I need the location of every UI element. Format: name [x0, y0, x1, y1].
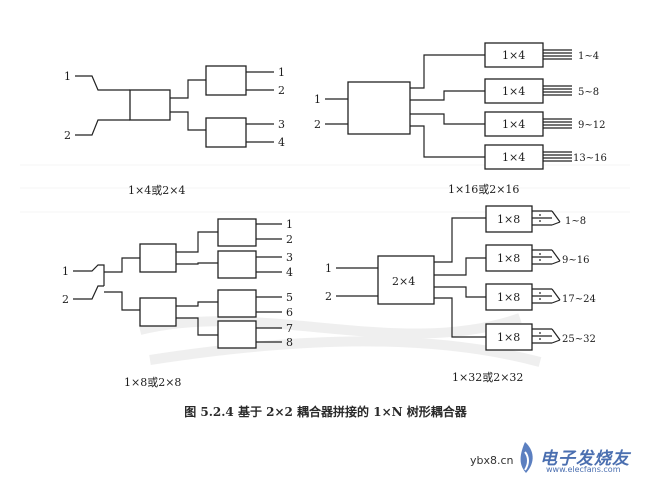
- figure-caption: 图 5.2.4 基于 2×2 耦合器拼接的 1×N 树形耦合器: [184, 405, 467, 419]
- output-range: 9~12: [578, 120, 605, 131]
- panel-label: 1×4或2×4: [128, 184, 185, 197]
- input-label-1: 1: [64, 70, 71, 83]
- splitter-1x4-box: [484, 111, 544, 137]
- coupler-box: [139, 297, 177, 327]
- coupler-box: [139, 243, 177, 273]
- coupler-box: [217, 250, 257, 279]
- input-label-2: 2: [314, 118, 321, 131]
- input-label-1: 1: [62, 265, 69, 278]
- watermark-domain: www.elecfans.com: [546, 465, 621, 474]
- splitter-1x8-box: [485, 283, 533, 311]
- box-label: 1×8: [497, 291, 520, 304]
- splitter-1x8-box: [485, 205, 533, 233]
- coupler-box: [129, 89, 171, 121]
- splitter-1x4-box: [484, 42, 544, 68]
- output-label: 3: [286, 251, 293, 264]
- output-range: 1~4: [578, 51, 599, 62]
- splitter-1x4-box: [484, 78, 544, 104]
- input-label-2: 2: [325, 290, 332, 303]
- output-range: 5~8: [578, 87, 599, 98]
- input-label-2: 2: [64, 129, 71, 142]
- watermark-site: ybx8.cn: [470, 454, 514, 467]
- watermark: ybx8.cn 电子发烧友 www.elecfans.com: [470, 436, 648, 480]
- coupler-2x4-box: [377, 255, 435, 305]
- box-label: 1×8: [497, 252, 520, 265]
- output-range: 1~8: [565, 216, 586, 227]
- splitter-1x4-box: [484, 144, 544, 170]
- box-label: 1×4: [502, 49, 525, 62]
- panel-1x32: 1 2 2×4 1×8 1×8 1×8 1×8 1~8 9~16 17~24 2…: [325, 205, 596, 384]
- background-ghost: [20, 164, 630, 367]
- output-label: 4: [286, 266, 293, 279]
- output-label: 5: [286, 291, 293, 304]
- splitter-1x8-box: [485, 323, 533, 351]
- panel-label: 1×8或2×8: [124, 376, 181, 389]
- box-label: 1×4: [502, 151, 525, 164]
- panel-label: 1×32或2×32: [452, 371, 523, 384]
- panel-1x4: 1 2 1 2 3 4 1×4或2×4: [64, 65, 285, 197]
- output-label: 8: [286, 336, 293, 349]
- output-label: 6: [286, 306, 293, 319]
- output-range: 17~24: [562, 294, 596, 305]
- output-label: 1: [278, 66, 285, 79]
- coupler-box: [205, 65, 247, 96]
- panel-1x8: 1 2 1 2 3 4 5 6 7 8 1×8或2×8: [62, 218, 293, 389]
- coupler-box: [217, 218, 257, 247]
- output-label: 4: [278, 136, 285, 149]
- output-label: 3: [278, 118, 285, 131]
- box-label: 1×4: [502, 118, 525, 131]
- coupler-box: [217, 289, 257, 318]
- box-label: 1×4: [502, 85, 525, 98]
- coupler-box: [217, 320, 257, 349]
- input-label-1: 1: [314, 93, 321, 106]
- output-label: 2: [278, 84, 285, 97]
- box-label: 1×8: [497, 213, 520, 226]
- output-label: 2: [286, 233, 293, 246]
- input-label-1: 1: [325, 262, 332, 275]
- brand-logo-icon: [520, 442, 533, 473]
- watermark-brand: 电子发烧友: [540, 449, 630, 469]
- input-label-2: 2: [62, 293, 69, 306]
- coupler-box: [347, 81, 411, 135]
- panel-label: 1×16或2×16: [448, 183, 519, 196]
- output-range: 25~32: [562, 334, 596, 345]
- center-box-label: 2×4: [392, 275, 415, 288]
- coupler-box: [205, 117, 247, 148]
- output-label: 1: [286, 218, 293, 231]
- output-range: 13~16: [573, 153, 607, 164]
- box-label: 1×8: [497, 331, 520, 344]
- output-range: 9~16: [562, 255, 589, 266]
- panel-1x16: 1 2 1×4 1×4 1×4 1×4 1~4 5~8 9~12 13~16 1…: [314, 42, 607, 196]
- splitter-1x8-box: [485, 244, 533, 272]
- output-label: 7: [286, 322, 293, 335]
